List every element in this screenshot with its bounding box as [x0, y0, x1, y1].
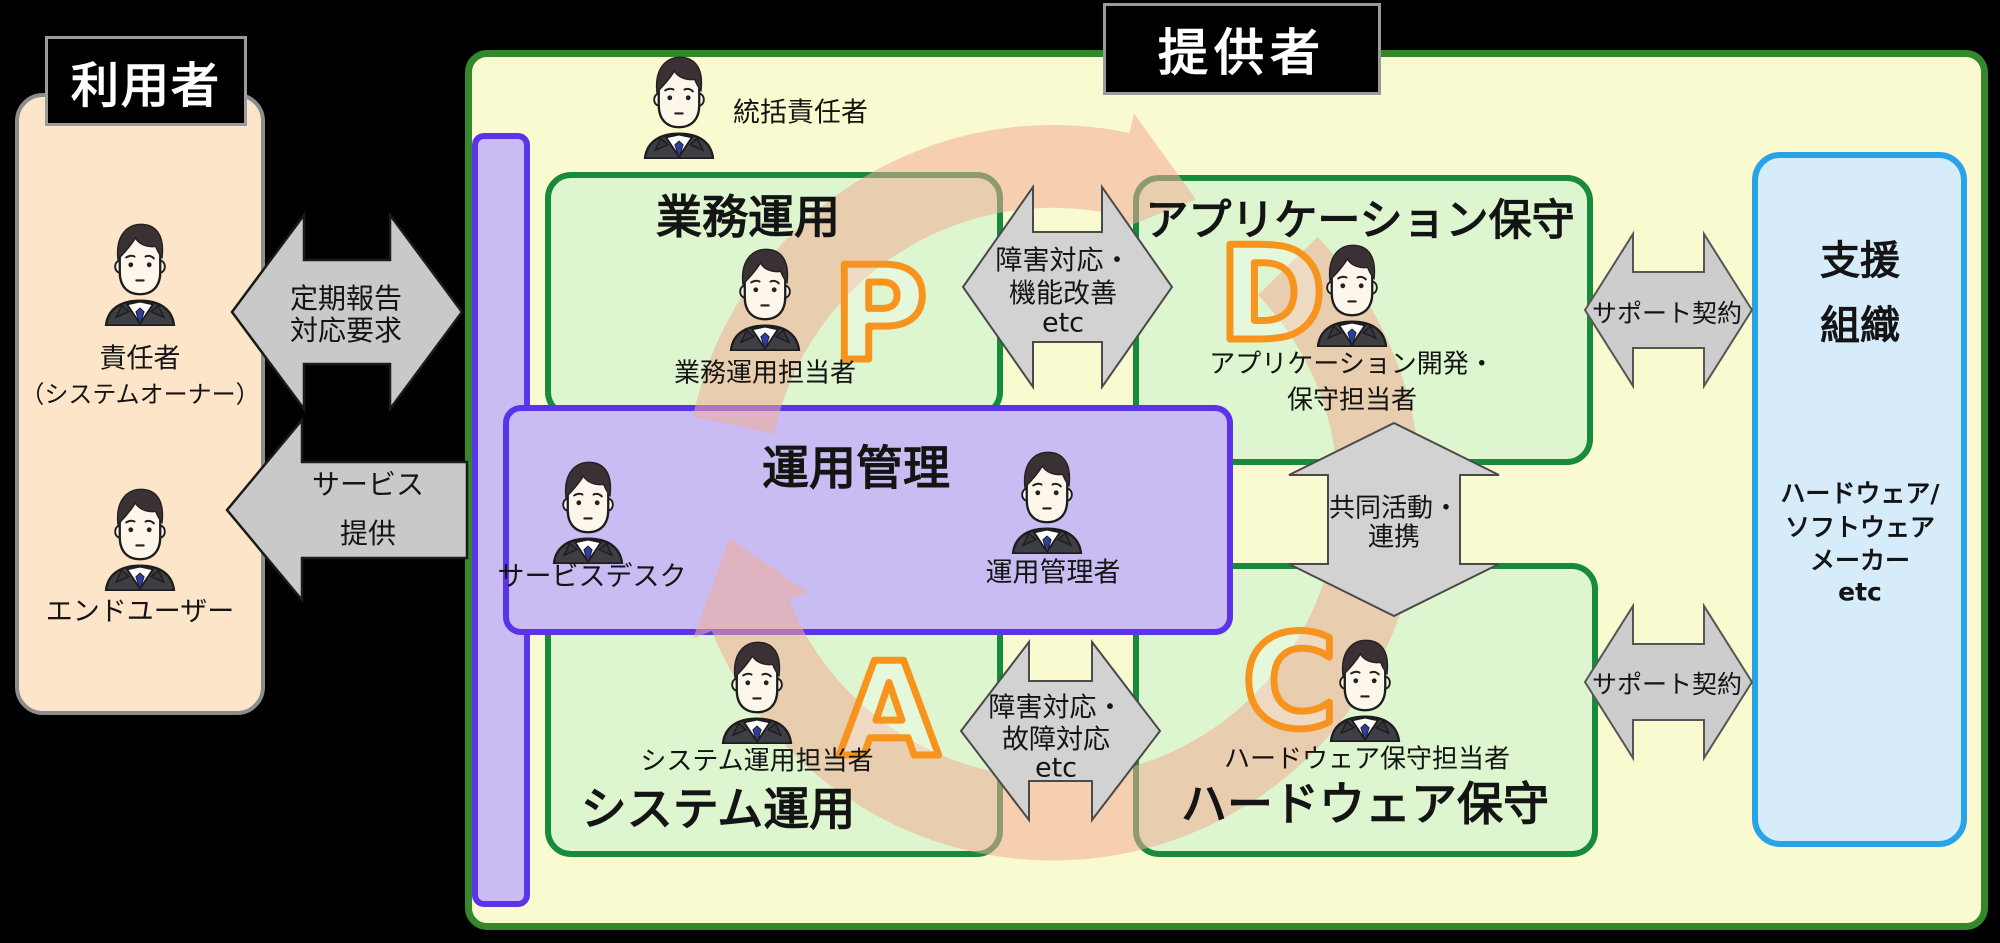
owner-label: 責任者 — [99, 343, 181, 375]
app-maintenance-person-icon — [1306, 243, 1398, 348]
letter-a: A — [839, 634, 940, 786]
service-desk-person-icon — [542, 460, 634, 565]
report-arrow-label-1: 定期報告 — [289, 282, 403, 315]
owner-sublabel: （システムオーナー） — [20, 380, 260, 409]
supervisor-label: 統括責任者 — [733, 97, 868, 129]
support-contract-label-top: サポート契約 — [1591, 299, 1743, 328]
hw-maintenance-person-icon — [1319, 638, 1411, 743]
businessman-icon — [729, 248, 801, 352]
flow-top-label-2: 機能改善 — [1009, 278, 1117, 310]
letter-p: P — [832, 238, 927, 390]
system-ops-person-icon — [711, 640, 803, 745]
flow-bottom-label-2: 故障対応 — [1002, 724, 1110, 756]
businessman-icon — [1011, 451, 1083, 555]
service-arrow-label-1: サービス — [311, 468, 425, 501]
service-provide-arrow — [225, 416, 469, 604]
provider-section-label: 提供者 — [1103, 3, 1381, 95]
businessman-icon — [643, 56, 715, 160]
user-section-label: 利用者 — [45, 36, 247, 126]
businessman-icon — [1329, 639, 1401, 743]
support-org-body-4: etc — [1838, 577, 1882, 607]
business-ops-person-icon — [719, 247, 811, 352]
business-ops-member-label: 業務運用担当者 — [673, 358, 857, 389]
support-org-body-3: メーカー — [1809, 546, 1911, 575]
system-ops-member-label: システム運用担当者 — [640, 746, 874, 777]
businessman-icon — [104, 488, 176, 592]
user-group-box — [15, 93, 265, 715]
business-ops-title: 業務運用 — [656, 190, 840, 244]
hw-maintenance-title: ハードウェア保守 — [1181, 777, 1549, 831]
app-maintenance-member-label-2: 保守担当者 — [1286, 385, 1418, 416]
service-desk-label: サービスデスク — [497, 561, 687, 593]
businessman-icon — [1316, 244, 1388, 348]
flow-middle-label-1: 共同活動・ — [1328, 493, 1460, 524]
owner-person-icon — [94, 222, 186, 327]
hw-maintenance-member-label: ハードウェア保守担当者 — [1223, 744, 1511, 775]
support-org-body-2: ソフトウェア — [1784, 513, 1936, 542]
supervisor-person-icon — [633, 55, 725, 160]
operations-management-box — [503, 405, 1233, 635]
support-org-title-2: 組織 — [1820, 303, 1900, 349]
app-maintenance-title: アプリケーション保守 — [1145, 196, 1575, 246]
businessman-icon — [721, 641, 793, 745]
report-arrow-label-2: 対応要求 — [289, 314, 403, 347]
letter-d: D — [1218, 218, 1326, 370]
support-org-title-1: 支援 — [1820, 238, 1900, 284]
joint-activity-arrow — [1288, 421, 1500, 618]
app-maintenance-member-label-1: アプリケーション開発・ — [1209, 349, 1495, 380]
businessman-icon — [552, 461, 624, 565]
flow-top-label-1: 障害対応・ — [995, 245, 1131, 277]
operations-mgmt-title: 運用管理 — [762, 441, 950, 497]
support-contract-arrow-bottom — [1583, 602, 1754, 762]
pdca-arc-top — [693, 113, 1196, 434]
ops-manager-person-icon — [1001, 450, 1093, 555]
end-user-person-icon — [94, 487, 186, 592]
flow-bottom-label-3: etc — [1034, 752, 1078, 784]
letter-c: C — [1242, 606, 1337, 758]
support-contract-label-bottom: サポート契約 — [1591, 670, 1743, 699]
fault-repair-arrow — [959, 639, 1162, 823]
report-request-arrow — [230, 211, 464, 413]
service-arrow-label-2: 提供 — [339, 517, 397, 550]
flow-bottom-label-1: 障害対応・ — [988, 692, 1124, 724]
support-contract-arrow-top — [1583, 230, 1754, 390]
end-user-label: エンドユーザー — [45, 596, 235, 628]
support-organization-box — [1752, 152, 1967, 847]
system-ops-title: システム運用 — [580, 782, 856, 836]
support-org-body-1: ハードウェア/ — [1780, 479, 1940, 508]
flow-middle-label-2: 連携 — [1367, 522, 1421, 553]
businessman-icon — [104, 223, 176, 327]
flow-top-label-3: etc — [1041, 307, 1085, 339]
fault-improve-arrow — [961, 183, 1174, 391]
ops-manager-label: 運用管理者 — [985, 557, 1121, 589]
